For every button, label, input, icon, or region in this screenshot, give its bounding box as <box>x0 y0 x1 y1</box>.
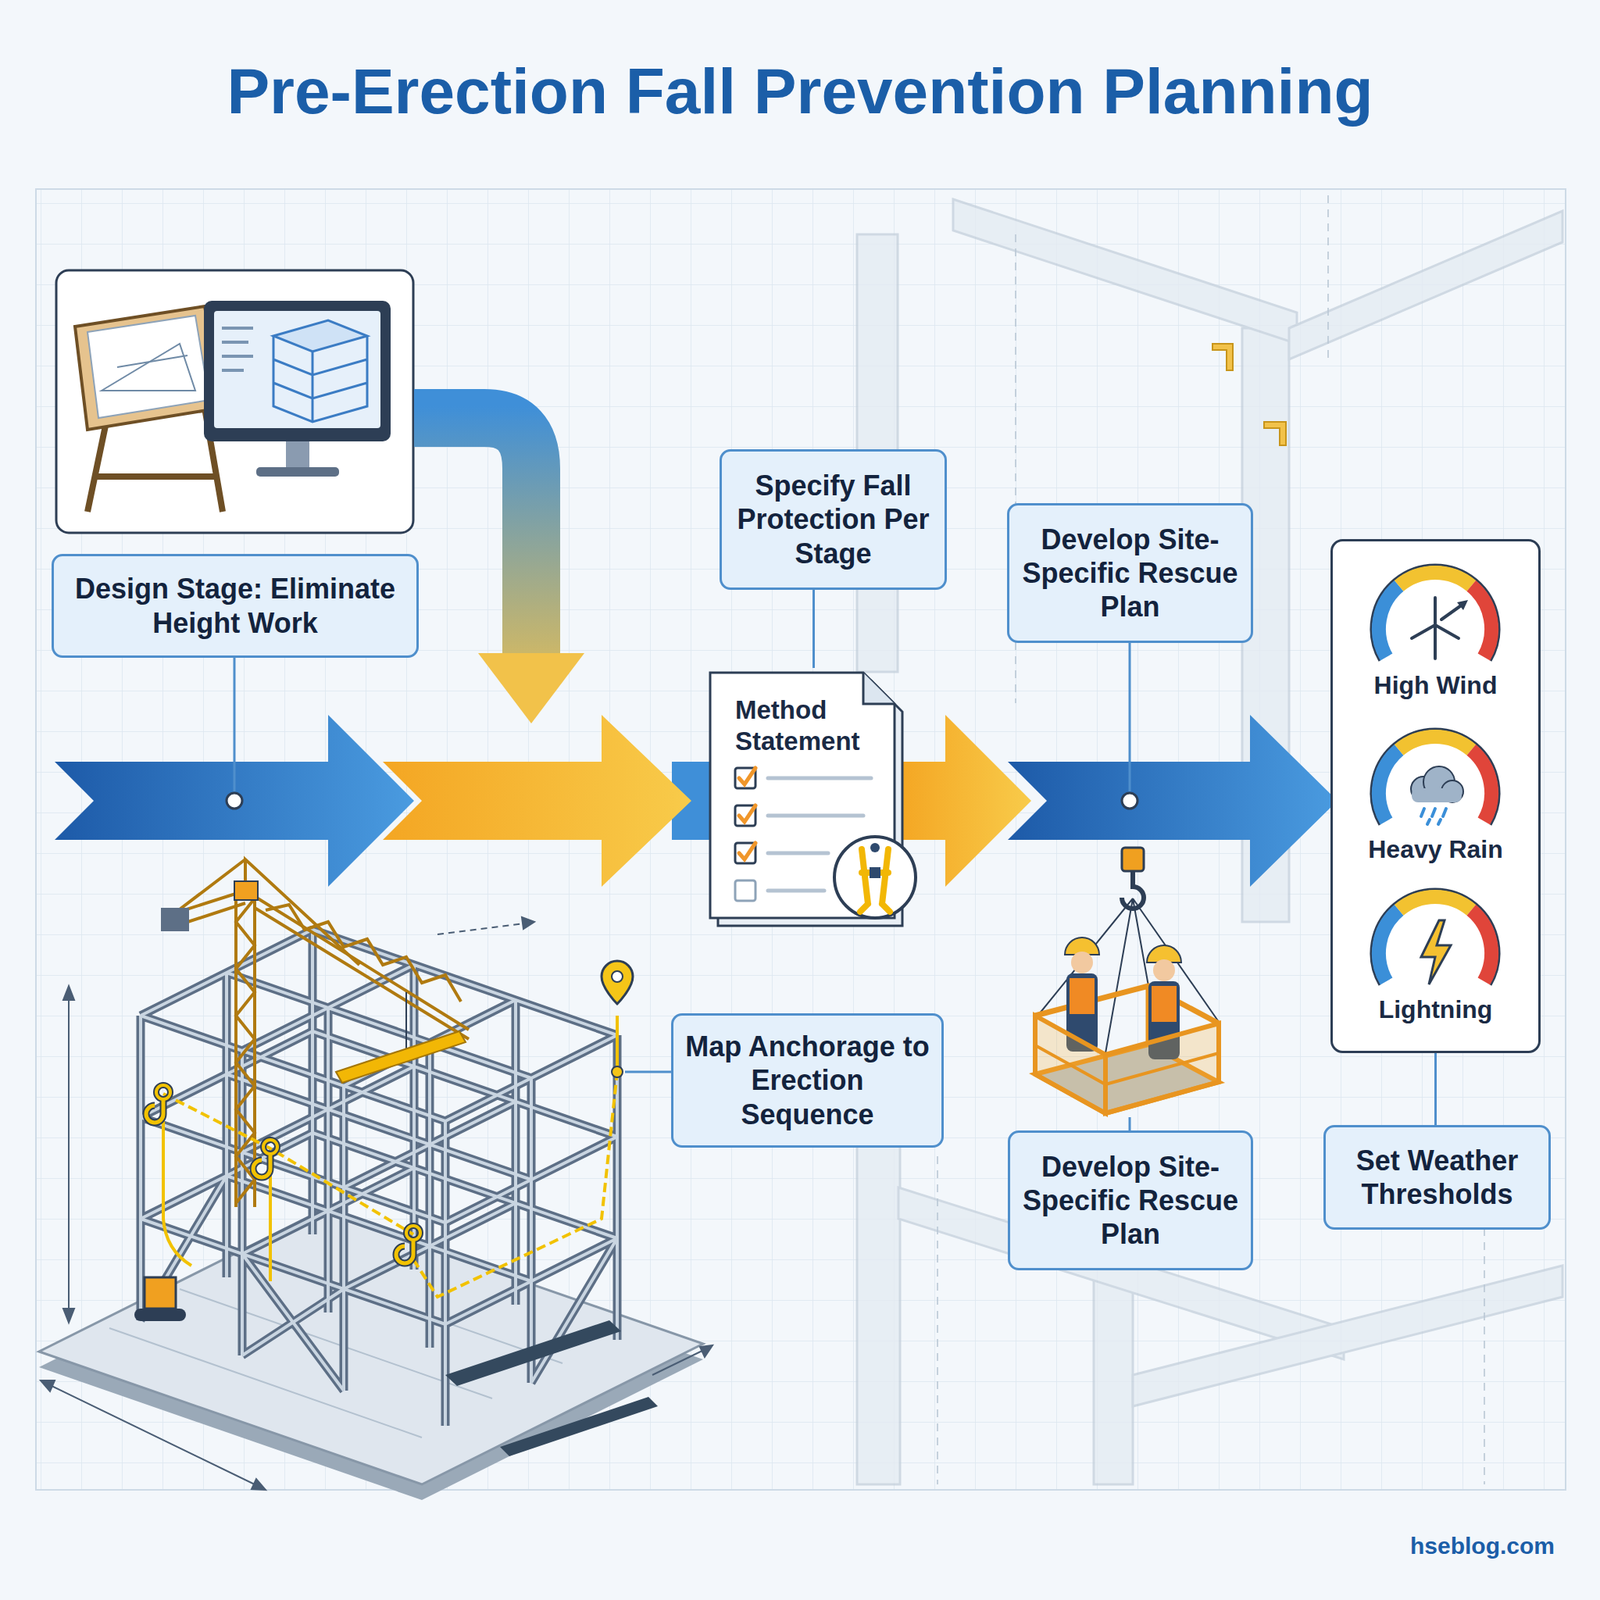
gauge-label: High Wind <box>1330 670 1541 700</box>
box-label: Develop Site-Specific Rescue Plan <box>1019 1150 1242 1252</box>
leader-line <box>1434 1053 1437 1125</box>
box-label: Set Weather Thresholds <box>1335 1143 1540 1211</box>
method-statement-doc: Method Statement <box>707 667 908 931</box>
gauge-label: Lightning <box>1330 994 1541 1025</box>
weather-gauges <box>1330 539 1541 1054</box>
leader-line <box>812 589 815 668</box>
gauge-label: Heavy Rain <box>1330 834 1541 865</box>
weather-threshold-box: Set Weather Thresholds <box>1323 1125 1551 1230</box>
watermark: hseblog.com <box>1410 1532 1555 1560</box>
box-label: Specify Fall Protection Per Stage <box>731 468 936 571</box>
design-stage-box: Design Stage: Eliminate Height Work <box>51 553 419 658</box>
rescue-plan-box: Develop Site-Specific Rescue Plan <box>1007 503 1254 643</box>
process-box: Specify Fall Protection Per Stage <box>719 449 947 590</box>
rescue-plan-box: Develop Site-Specific Rescue Plan <box>1007 1130 1254 1271</box>
box-label: Map Anchorage to Erection Sequence <box>682 1029 933 1132</box>
box-label: Design Stage: Eliminate Height Work <box>63 571 408 640</box>
box-label: Develop Site-Specific Rescue Plan <box>1018 522 1242 625</box>
weather-panel: High WindHeavy RainLightning <box>1330 539 1541 1054</box>
box-label: Method Statement <box>735 694 889 757</box>
anchorage-box: Map Anchorage to Erection Sequence <box>671 1013 944 1148</box>
diagram-title: Pre-Erection Fall Prevention Planning <box>0 56 1600 127</box>
